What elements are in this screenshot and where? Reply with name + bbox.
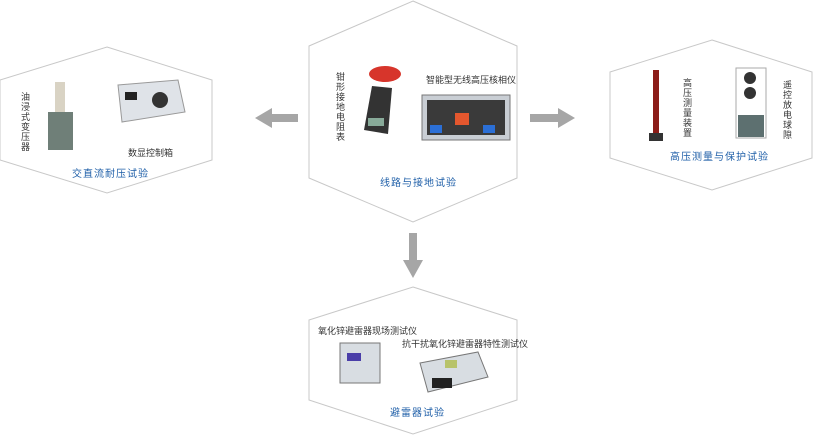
title-arrester-test: 避雷器试验 xyxy=(390,408,445,419)
label-moa-field-tester: 氧化锌避雷器现场测试仪 xyxy=(318,327,418,337)
label-anti-interference-moa-tester: 抗干扰氧化锌避雷器特性测试仪 xyxy=(402,340,529,350)
anti-interference-moa-tester-image xyxy=(419,351,489,393)
title-ac-dc-withstand-test: 交直流耐压试验 xyxy=(72,169,149,180)
label-hv-measuring-device: 高压测量装置 xyxy=(681,78,691,138)
label-sphere-gap: 遥控放电球隙 xyxy=(781,80,791,140)
phase-checker-image xyxy=(421,94,511,141)
hexagon-right xyxy=(609,39,813,191)
clamp-meter-image xyxy=(364,66,401,134)
hv-measuring-device-image xyxy=(649,70,663,141)
moa-field-tester-image xyxy=(339,342,381,384)
sphere-gap-image xyxy=(735,67,767,139)
arrow-down xyxy=(403,233,423,278)
label-digital-control-box: 数显控制箱 xyxy=(128,149,174,159)
arrow-right xyxy=(530,108,575,128)
arrow-left xyxy=(255,108,298,128)
label-wireless-phase-checker: 智能型无线高压核相仪 xyxy=(426,76,517,86)
title-line-grounding-test: 线路与接地试验 xyxy=(380,178,457,189)
label-clamp-earth-tester: 钳形接地电阻表 xyxy=(334,72,344,142)
control-box-image xyxy=(117,79,186,123)
hexagon-center xyxy=(308,0,518,223)
transformer-image xyxy=(48,82,73,150)
title-hv-measurement-protection-test: 高压测量与保护试验 xyxy=(670,152,769,163)
hexagon-bottom xyxy=(308,286,518,435)
label-oil-transformer: 油浸式变压器 xyxy=(19,92,29,152)
